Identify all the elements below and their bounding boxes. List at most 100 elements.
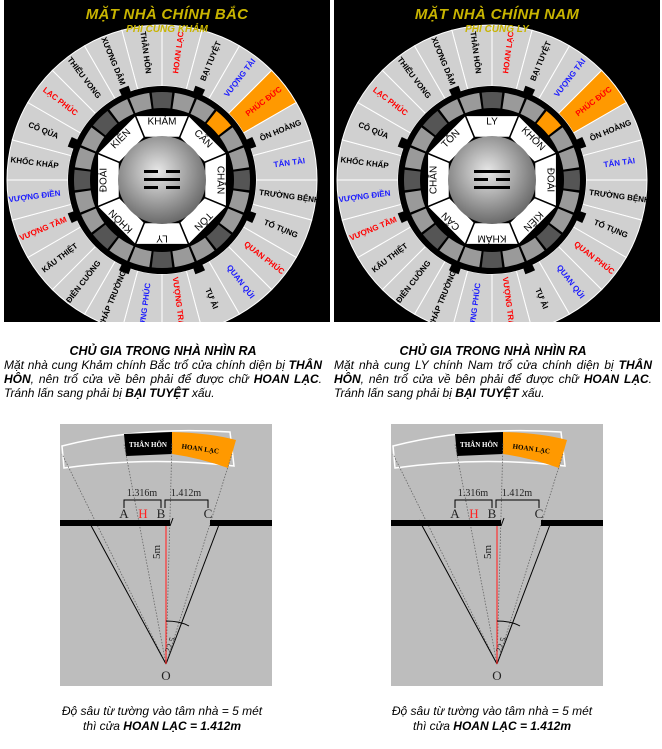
sub-ring-cell [92,110,118,136]
sub-ring-cell [439,99,464,123]
ring-notch [522,263,536,275]
width-bracket [495,499,540,508]
door-edge [169,517,174,527]
arc-segment-hoan-lac [503,432,567,468]
sub-ring-cell [81,208,105,233]
trigram-line [166,186,180,189]
caption-heading: CHỦ GIA TRONG NHÀ NHÌN RA [399,344,587,358]
sub-ring-cell [228,147,250,170]
trigram-line [474,178,488,181]
trigram-cell [426,114,476,164]
width-label: 1.412m [171,488,202,499]
caption-bold: THÂN HÔN [4,358,322,386]
point-label: B [157,506,166,521]
depth-note-result: HOAN LẠC = 1.412m [453,719,571,733]
ring-notch [245,136,257,150]
trigram-line [144,170,158,173]
caption-text: , nên trổ cửa về bên phải để được chữ [360,372,584,386]
sub-ring-cell [109,99,134,123]
ring-notch [67,136,79,150]
angle-arc [496,620,521,627]
sector-line [496,521,552,665]
trigram-label: LY [486,117,498,128]
ring-notch [118,85,132,97]
sub-ring-cell [459,92,482,114]
compass-title: MẶT NHÀ CHÍNH BẮC [85,6,249,23]
point-label: O [492,668,501,683]
trigram-label: KHẢM [478,232,507,245]
depth-label: 5m [151,545,163,560]
point-label: O [161,668,170,683]
ring-notch [245,210,257,224]
sub-ring-cell [404,147,426,170]
width-label: 1.316m [127,488,158,499]
sub-ring-cell [219,208,243,233]
point-label: H [138,506,147,521]
trigram-line [166,170,180,173]
ring-notch [192,85,206,97]
width-label: 1.316m [458,488,489,499]
sub-ring-cell [549,208,573,233]
sub-ring-cell [481,91,503,109]
trigram-label: CHẤN [214,166,227,194]
dotted-ray [392,453,498,665]
sub-ring-cell [74,190,96,213]
dotted-ray [496,453,564,665]
ring-notch [522,85,536,97]
point-label: A [119,506,129,521]
ring-notch [397,136,409,150]
caption-text: Mặt nhà cung Khảm chính Bắc trổ cửa chín… [4,358,289,372]
trigram-label: ĐOÀI [97,168,110,192]
depth-note: Độ sâu từ tường vào tâm nhà = 5 mét thì … [32,704,292,734]
trigram-line [144,186,158,189]
sub-ring-cell [404,190,426,213]
depth-note-line1: Độ sâu từ tường vào tâm nhà = 5 mét [61,704,263,718]
caption-text: Mặt nhà cung LY chính Nam trổ cửa chính … [334,358,619,372]
sub-ring-cell [190,237,215,261]
sub-ring-cell [481,251,503,269]
sector-line [87,519,167,665]
ring-notch [448,85,462,97]
sub-ring-cell [219,127,243,152]
caption-text: , nên trổ cửa về bên phải để được chữ [30,372,254,386]
sub-ring-cell [411,208,435,233]
trigram-label: CHẤN [427,166,440,194]
caption-text: . Tránh lấn sang phải bị [4,372,322,400]
compass-subtitle: PHI CUNG LY [465,24,529,35]
sub-ring-cell [439,237,464,261]
sub-ring-cell [520,237,545,261]
ring-notch [575,136,587,150]
trigram-line [496,178,510,181]
wall-left [391,520,501,526]
trigram-cell [96,114,146,164]
arc-label: THÂN HÔN [460,441,498,449]
sub-ring-cell [151,91,173,109]
depth-note-result: HOAN LẠC = 1.412m [123,719,241,733]
trigram-line [474,186,510,189]
sub-ring-cell [422,224,448,250]
dotted-ray [496,441,504,665]
sub-ring-cell [549,127,573,152]
sub-ring-cell [129,92,152,114]
sub-ring-cell [536,224,562,250]
point-label: C [204,506,213,521]
angle-arc [165,620,190,627]
sub-ring-cell [411,127,435,152]
sub-ring-cell [459,246,482,268]
compass-segment-label: TẤN TÀI [603,155,636,169]
trigram-line [144,178,180,181]
sub-ring-cell [422,110,448,136]
sub-ring-cell [109,237,134,261]
sector-line [418,519,498,665]
depth-note-prefix: thì cửa [83,719,124,733]
sector-line [165,521,221,665]
sub-ring-cell [233,169,250,191]
point-label: B [488,506,497,521]
ring-notch [448,263,462,275]
arc-segment-than-hon [124,432,172,456]
dotted-ray [454,443,498,665]
sub-ring-cell [536,110,562,136]
